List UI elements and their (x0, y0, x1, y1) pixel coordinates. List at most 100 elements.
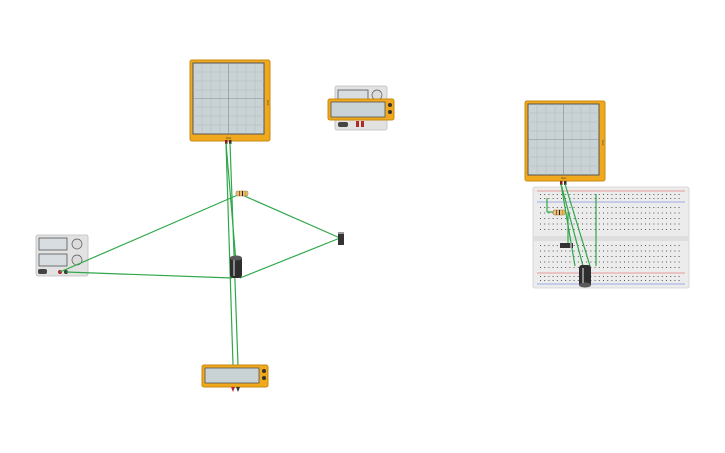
probe-terminal[interactable] (231, 387, 235, 392)
breadboard-hole[interactable] (670, 218, 672, 219)
breadboard-hole[interactable] (645, 267, 646, 268)
breadboard-hole[interactable] (657, 212, 659, 214)
breadboard-hole[interactable] (653, 276, 655, 277)
breadboard-hole[interactable] (607, 212, 609, 214)
breadboard-hole[interactable] (561, 194, 562, 195)
breadboard-hole[interactable] (544, 194, 546, 195)
breadboard-hole[interactable] (640, 212, 642, 214)
breadboard-hole[interactable] (678, 261, 680, 263)
breadboard-hole[interactable] (603, 250, 604, 252)
breadboard-hole[interactable] (598, 198, 600, 199)
breadboard-hole[interactable] (598, 256, 600, 257)
breadboard-hole[interactable] (552, 223, 554, 225)
breadboard-hole[interactable] (666, 198, 667, 199)
breadboard-hole[interactable] (586, 198, 588, 199)
breadboard-hole[interactable] (624, 218, 625, 219)
breadboard-hole[interactable] (636, 229, 638, 230)
breadboard-hole[interactable] (573, 229, 575, 230)
breadboard-hole[interactable] (624, 250, 625, 252)
breadboard-hole[interactable] (548, 280, 550, 281)
breadboard-hole[interactable] (670, 245, 672, 246)
breadboard-hole[interactable] (573, 245, 575, 246)
breadboard-hole[interactable] (548, 245, 550, 246)
breadboard-hole[interactable] (577, 267, 579, 268)
breadboard-hole[interactable] (594, 218, 596, 219)
breadboard-hole[interactable] (628, 280, 630, 281)
breadboard-hole[interactable] (607, 198, 609, 199)
breadboard-hole[interactable] (552, 267, 554, 268)
breadboard-hole[interactable] (544, 223, 546, 225)
breadboard-hole[interactable] (544, 261, 546, 263)
breadboard-hole[interactable] (594, 256, 596, 257)
breadboard-hole[interactable] (645, 198, 646, 199)
probe-terminal[interactable] (229, 140, 232, 144)
breadboard-hole[interactable] (645, 223, 646, 225)
breadboard-hole[interactable] (628, 276, 630, 277)
breadboard-hole[interactable] (548, 218, 550, 219)
breadboard-hole[interactable] (624, 261, 625, 263)
breadboard-hole[interactable] (577, 194, 579, 195)
breadboard-hole[interactable] (636, 261, 638, 263)
breadboard-hole[interactable] (657, 194, 659, 195)
breadboard-hole[interactable] (666, 194, 667, 195)
breadboard-hole[interactable] (590, 245, 592, 246)
breadboard-hole[interactable] (640, 229, 642, 230)
breadboard-hole[interactable] (565, 280, 567, 281)
breadboard-hole[interactable] (649, 256, 651, 257)
breadboard-hole[interactable] (577, 207, 579, 208)
breadboard-hole[interactable] (552, 218, 554, 219)
breadboard-hole[interactable] (628, 207, 630, 208)
breadboard-hole[interactable] (561, 207, 562, 208)
breadboard-hole[interactable] (586, 223, 588, 225)
breadboard-hole[interactable] (640, 194, 642, 195)
breadboard-hole[interactable] (590, 229, 592, 230)
breadboard-hole[interactable] (678, 280, 680, 281)
breadboard-hole[interactable] (661, 256, 663, 257)
breadboard-hole[interactable] (649, 261, 651, 263)
breadboard-hole[interactable] (666, 207, 667, 208)
breadboard-hole[interactable] (670, 198, 672, 199)
breadboard-hole[interactable] (640, 250, 642, 252)
breadboard-hole[interactable] (607, 256, 609, 257)
breadboard-hole[interactable] (540, 261, 541, 263)
breadboard-hole[interactable] (636, 280, 638, 281)
breadboard-hole[interactable] (565, 250, 567, 252)
breadboard-hole[interactable] (615, 250, 617, 252)
breadboard-hole[interactable] (632, 207, 634, 208)
breadboard-hole[interactable] (556, 261, 558, 263)
breadboard-hole[interactable] (653, 194, 655, 195)
breadboard-hole[interactable] (615, 212, 617, 214)
breadboard-hole[interactable] (552, 250, 554, 252)
breadboard-hole[interactable] (573, 280, 575, 281)
breadboard-hole[interactable] (603, 223, 604, 225)
breadboard-hole[interactable] (674, 198, 676, 199)
breadboard-hole[interactable] (640, 218, 642, 219)
breadboard-hole[interactable] (582, 229, 583, 230)
breadboard-hole[interactable] (640, 261, 642, 263)
breadboard-hole[interactable] (598, 261, 600, 263)
breadboard-hole[interactable] (548, 207, 550, 208)
breadboard-hole[interactable] (657, 256, 659, 257)
breadboard-hole[interactable] (590, 250, 592, 252)
breadboard-hole[interactable] (586, 194, 588, 195)
capacitor-right[interactable] (579, 265, 591, 288)
breadboard-hole[interactable] (598, 280, 600, 281)
breadboard-hole[interactable] (594, 229, 596, 230)
breadboard-hole[interactable] (582, 212, 583, 214)
breadboard-hole[interactable] (603, 198, 604, 199)
breadboard-hole[interactable] (666, 267, 667, 268)
breadboard-hole[interactable] (540, 267, 541, 268)
breadboard-hole[interactable] (632, 276, 634, 277)
breadboard-hole[interactable] (615, 245, 617, 246)
breadboard-hole[interactable] (594, 223, 596, 225)
breadboard[interactable] (532, 186, 690, 289)
breadboard-hole[interactable] (548, 212, 550, 214)
breadboard-hole[interactable] (552, 245, 554, 246)
breadboard-hole[interactable] (586, 218, 588, 219)
breadboard-hole[interactable] (556, 194, 558, 195)
breadboard-hole[interactable] (573, 250, 575, 252)
breadboard-hole[interactable] (598, 223, 600, 225)
breadboard-hole[interactable] (565, 218, 567, 219)
breadboard-hole[interactable] (619, 280, 621, 281)
breadboard-hole[interactable] (661, 280, 663, 281)
